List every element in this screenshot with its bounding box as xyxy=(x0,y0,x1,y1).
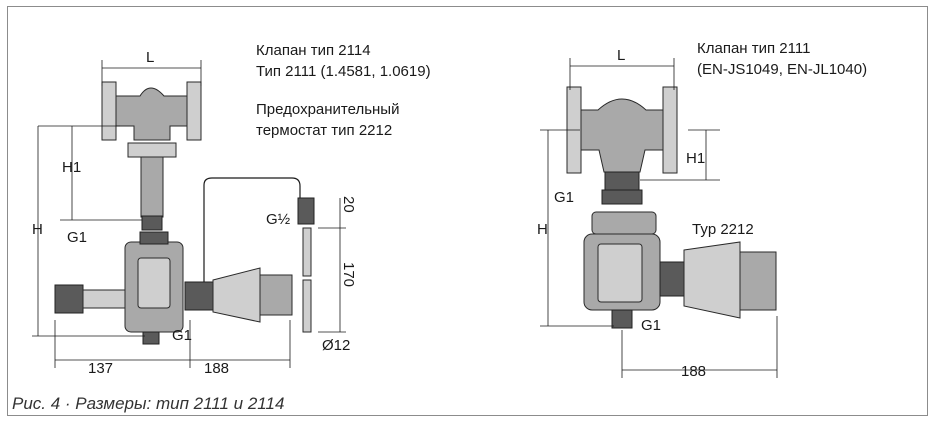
left-dim-g1-top: G1 xyxy=(67,229,87,246)
right-thermo-nut xyxy=(659,261,685,297)
right-actuator-window xyxy=(597,243,643,303)
right-nut-g1 xyxy=(604,171,640,191)
left-dim-188: 188 xyxy=(204,360,229,377)
right-bottom-fitting xyxy=(611,309,633,329)
right-dim-g1-top: G1 xyxy=(554,189,574,206)
left-thermo-cap xyxy=(259,274,293,316)
right-typ-label: Typ 2212 xyxy=(692,221,754,238)
left-sensor-head xyxy=(297,197,315,225)
left-dim-170: 170 xyxy=(340,262,357,287)
right-nut-lower xyxy=(601,189,643,205)
right-valve-body xyxy=(580,98,664,173)
left-bottom-fitting xyxy=(142,331,160,345)
right-title-line2: (EN-JS1049, EN-JL1040) xyxy=(697,61,867,78)
left-sensor-lower xyxy=(302,279,312,333)
left-sensor-upper xyxy=(302,227,312,277)
left-capillary xyxy=(203,177,301,282)
left-dim-h: H xyxy=(32,221,43,238)
right-dim-h1: H1 xyxy=(686,150,705,167)
right-dim-l: L xyxy=(617,47,625,64)
left-title-line1: Клапан тип 2114 xyxy=(256,42,371,59)
left-flange-right xyxy=(186,81,202,141)
left-actuator-top xyxy=(139,231,169,245)
left-side-fitting xyxy=(54,284,84,314)
right-actuator-top xyxy=(591,211,657,235)
left-thermostat-line1: Предохранительный xyxy=(256,101,399,118)
right-dim-g1-bottom: G1 xyxy=(641,317,661,334)
left-dim-g1-bottom: G1 xyxy=(172,327,192,344)
left-flange-left xyxy=(101,81,117,141)
left-nut-g1 xyxy=(141,215,163,231)
left-thermo-nut xyxy=(184,281,214,311)
right-title-line1: Клапан тип 2111 xyxy=(697,40,810,57)
left-dim-137: 137 xyxy=(88,360,113,377)
left-dim-d12: Ø12 xyxy=(322,337,350,354)
left-bonnet xyxy=(127,142,177,158)
left-valve-body xyxy=(115,87,188,141)
figure-caption: Рис. 4 · Размеры: тип 2111 и 2114 xyxy=(12,394,285,413)
left-dim-l: L xyxy=(146,49,154,66)
figure-frame xyxy=(7,6,928,416)
left-valve-drawing xyxy=(32,60,346,368)
left-title-line2: Тип 2111 (1.4581, 1.0619) xyxy=(256,63,431,80)
left-dim-h1: H1 xyxy=(62,159,81,176)
left-thermostat-line2: термостат тип 2212 xyxy=(256,122,392,139)
left-side-tube xyxy=(82,289,126,309)
left-dim-20: 20 xyxy=(340,196,357,213)
right-dim-188: 188 xyxy=(681,363,706,380)
left-actuator-window xyxy=(137,257,171,309)
right-flange-right xyxy=(662,86,678,174)
left-stem xyxy=(140,156,164,218)
right-thermo-cap xyxy=(739,251,777,311)
left-dim-g-half: G½ xyxy=(266,211,291,228)
left-thermo-head xyxy=(212,267,261,323)
right-valve-drawing xyxy=(540,58,778,378)
right-thermo-head xyxy=(683,241,741,319)
right-dim-h: H xyxy=(537,221,548,238)
